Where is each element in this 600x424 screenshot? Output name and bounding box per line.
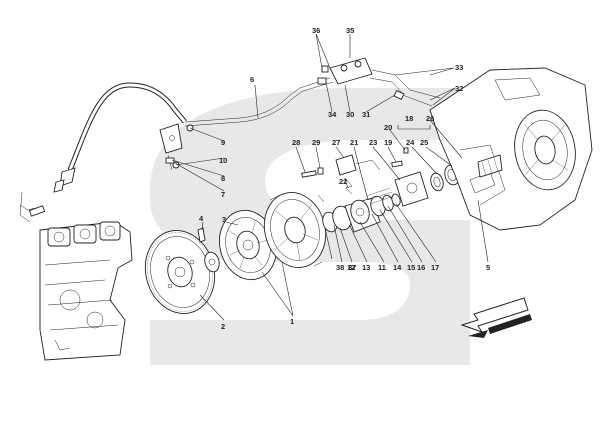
label-6: 6 bbox=[250, 75, 254, 84]
label-10: 10 bbox=[219, 156, 227, 165]
label-1: 1 bbox=[290, 317, 294, 326]
label-16: 16 bbox=[417, 263, 425, 272]
label-38: 38 bbox=[336, 263, 344, 272]
label-31: 31 bbox=[362, 110, 370, 119]
label-19: 19 bbox=[384, 138, 392, 147]
label-14: 14 bbox=[393, 263, 402, 272]
label-32: 32 bbox=[455, 84, 463, 93]
label-15: 15 bbox=[407, 263, 415, 272]
label-2: 2 bbox=[221, 322, 225, 331]
engine-block bbox=[39, 221, 133, 361]
gearbox-housing bbox=[429, 67, 593, 231]
label-36: 36 bbox=[312, 26, 320, 35]
label-37: 37 bbox=[348, 263, 356, 272]
label-22: 22 bbox=[339, 177, 347, 186]
rigid-pipe bbox=[184, 77, 334, 127]
label-4: 4 bbox=[199, 214, 204, 223]
label-30: 30 bbox=[346, 110, 354, 119]
flywheel bbox=[144, 230, 216, 314]
hose-bracket bbox=[159, 123, 194, 171]
label-3: 3 bbox=[222, 215, 226, 224]
label-7: 7 bbox=[221, 190, 225, 199]
pilot-plate bbox=[204, 251, 220, 273]
pressure-plate bbox=[263, 192, 327, 268]
release-bearing-assembly bbox=[322, 187, 401, 233]
clutch-disc bbox=[219, 209, 277, 281]
label-25: 25 bbox=[420, 138, 428, 147]
label-9: 9 bbox=[221, 138, 225, 147]
callout-labels: 1 2 3 4 5 6 7 8 9 10 11 12 13 14 15 16 1… bbox=[199, 26, 490, 331]
label-27: 27 bbox=[332, 138, 340, 147]
label-28: 28 bbox=[292, 138, 300, 147]
leader-lines bbox=[171, 33, 489, 321]
hook-tool bbox=[19, 191, 46, 223]
label-18: 18 bbox=[405, 114, 413, 123]
label-24: 24 bbox=[406, 138, 415, 147]
label-34: 34 bbox=[328, 110, 337, 119]
label-12: 12 bbox=[347, 263, 355, 272]
label-26: 26 bbox=[426, 114, 434, 123]
label-5: 5 bbox=[486, 263, 490, 272]
label-13: 13 bbox=[362, 263, 370, 272]
label-35: 35 bbox=[346, 26, 354, 35]
label-17: 17 bbox=[431, 263, 439, 272]
bolt bbox=[197, 227, 206, 243]
label-21: 21 bbox=[350, 138, 358, 147]
label-33: 33 bbox=[455, 63, 463, 72]
fitting-block bbox=[317, 57, 441, 107]
slave-cylinder bbox=[335, 154, 429, 207]
direction-arrow bbox=[460, 297, 532, 338]
label-23: 23 bbox=[369, 138, 377, 147]
label-8: 8 bbox=[221, 174, 225, 183]
label-29: 29 bbox=[312, 138, 320, 147]
label-11: 11 bbox=[378, 263, 386, 272]
label-20: 20 bbox=[384, 123, 392, 132]
hydraulic-hose bbox=[53, 82, 187, 193]
